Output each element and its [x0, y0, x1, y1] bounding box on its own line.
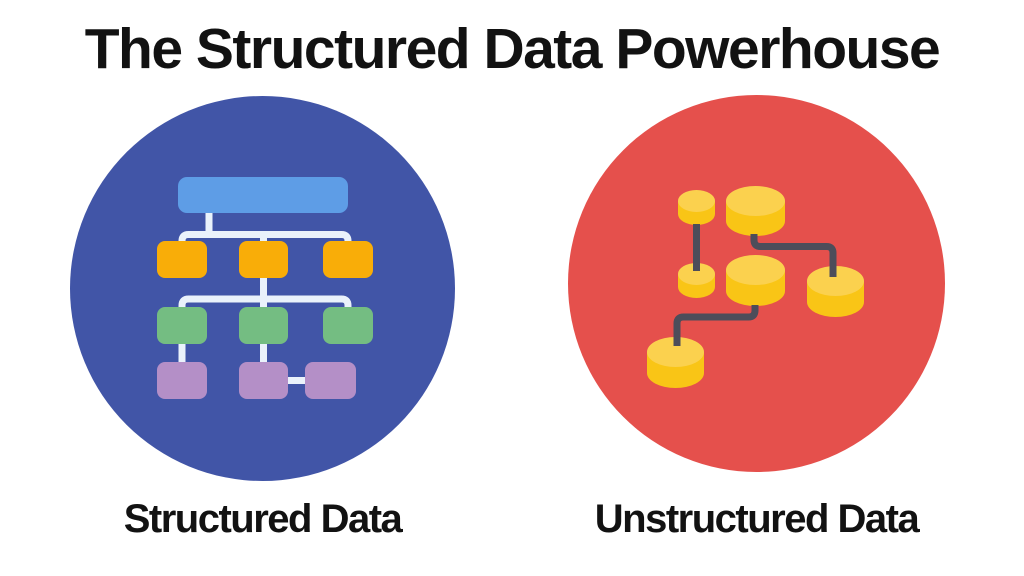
cylinder-top-shape	[807, 266, 864, 296]
cylinder-bottom-shape	[807, 287, 864, 317]
tree-node-l2-3	[323, 307, 373, 344]
tree-node-l1-1	[157, 241, 207, 278]
tree-node-l2-1	[157, 307, 207, 344]
sitemap-hierarchy-icon	[157, 177, 373, 399]
tree-node-l3-2	[239, 362, 288, 399]
db-connector-elbow-right	[750, 234, 837, 277]
page-title: The Structured Data Powerhouse	[84, 17, 941, 81]
cylinder-top-shape	[726, 186, 785, 216]
tree-connector-branch-2	[178, 295, 352, 312]
tree-node-l3-1	[157, 362, 207, 399]
db-cylinder-bottom	[647, 337, 704, 388]
cylinder-bottom-shape	[647, 358, 704, 388]
cylinder-top-shape	[678, 190, 715, 212]
cylinder-top-shape	[647, 337, 704, 367]
db-cylinder-small-mid	[678, 263, 715, 298]
tree-node-l2-2	[239, 307, 288, 344]
structured-data-label: Structured Data	[123, 497, 403, 541]
db-cylinder-large-top	[726, 186, 785, 236]
tree-root-node	[178, 177, 348, 213]
cylinder-bottom-shape	[726, 276, 785, 306]
db-cylinder-right	[807, 266, 864, 317]
tree-node-l1-2	[239, 241, 288, 278]
database-network-icon	[647, 186, 864, 388]
cylinder-top-shape	[678, 263, 715, 285]
tree-node-l1-3	[323, 241, 373, 278]
db-cylinder-large-mid	[726, 255, 785, 306]
db-cylinder-small-top	[678, 190, 715, 225]
unstructured-data-label: Unstructured Data	[594, 497, 920, 541]
cylinder-top-shape	[726, 255, 785, 285]
tree-node-l3-3	[305, 362, 356, 399]
db-connector-elbow-left	[673, 305, 759, 346]
